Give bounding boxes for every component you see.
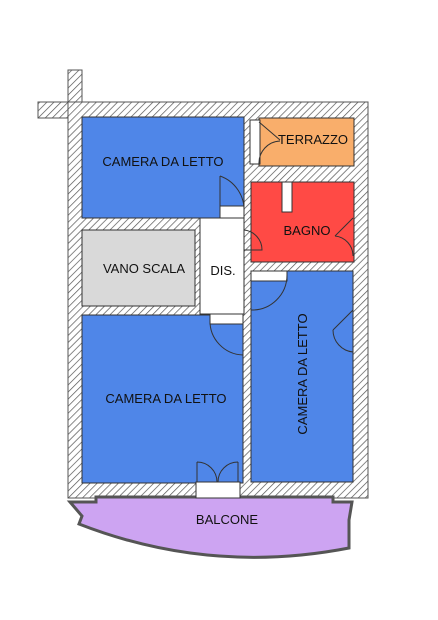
door-swing-camera-1: [219, 175, 245, 213]
door-opening-camera-1: [219, 205, 245, 219]
label-dis: DIS.: [210, 263, 235, 278]
door-swing-dis-bagno: [243, 229, 263, 251]
label-camera-da-letto-1: CAMERA DA LETTO: [102, 154, 223, 169]
rooms: [66, 116, 355, 559]
door-opening-terrazzo: [249, 119, 261, 165]
room-vano-scala: [81, 229, 196, 307]
door-swing-camera-3: [250, 274, 288, 311]
label-camera-da-letto-3: CAMERA DA LETTO: [295, 313, 310, 434]
door-swing-camera-2: [209, 319, 244, 356]
label-vano-scala: VANO SCALA: [103, 261, 185, 276]
room-camera-da-letto-2: [81, 314, 244, 484]
door-swing-terrazzo: [258, 121, 281, 165]
door-opening-camera-2-balcony: [195, 481, 241, 499]
room-bagno: [250, 181, 355, 263]
door-opening-camera-2: [209, 313, 244, 325]
room-disimpegno: [199, 217, 245, 315]
door-swing-camera-3-right: [332, 309, 354, 353]
label-balcone: BALCONE: [196, 512, 258, 527]
room-balcone: [66, 495, 354, 559]
label-camera-da-letto-2: CAMERA DA LETTO: [105, 391, 226, 406]
bagno-partition: [281, 181, 293, 213]
room-labels: CAMERA DA LETTO TERRAZZO BAGNO VANO SCAL…: [102, 132, 348, 527]
door-swing-camera-2-balcony: [196, 461, 239, 483]
door-swing-bagno: [334, 217, 354, 257]
door-opening-camera-3: [250, 270, 288, 282]
label-bagno: BAGNO: [284, 223, 331, 238]
room-camera-da-letto-1: [81, 116, 245, 219]
doors: [195, 119, 354, 499]
label-terrazzo: TERRAZZO: [278, 132, 348, 147]
